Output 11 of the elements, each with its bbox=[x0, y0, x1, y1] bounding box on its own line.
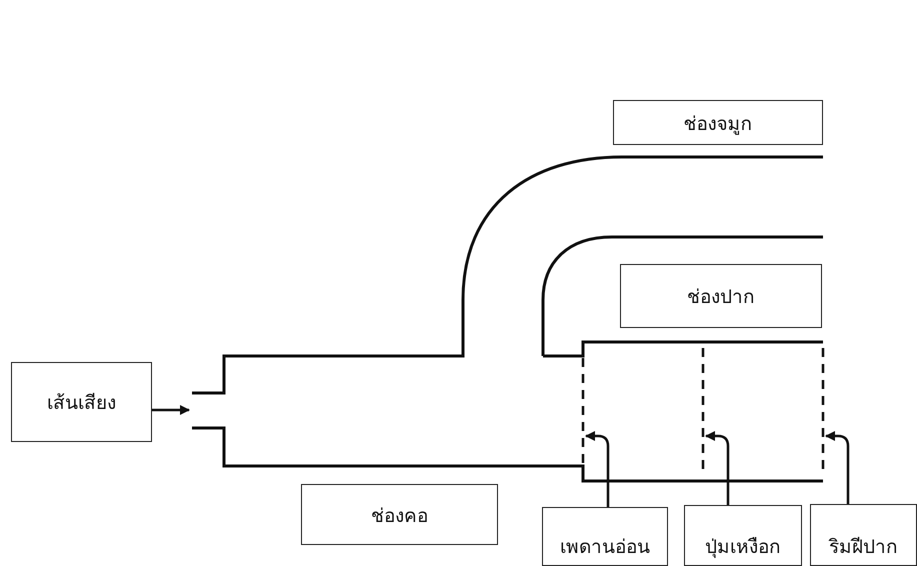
arrow bbox=[585, 431, 610, 507]
arrow bbox=[152, 405, 190, 415]
label-box: ช่องปาก bbox=[620, 264, 822, 328]
arrow bbox=[825, 431, 850, 504]
label-box: เส้นเสียง bbox=[11, 362, 152, 442]
label-box: ปุ่มเหงือก bbox=[684, 505, 802, 566]
arrow bbox=[705, 431, 730, 505]
label-box: ช่องคอ bbox=[301, 484, 498, 545]
label-box: เพดานอ่อน bbox=[542, 507, 668, 566]
label-box: ช่องจมูก bbox=[613, 100, 823, 145]
label-box: ริมฝีปาก bbox=[810, 504, 917, 566]
